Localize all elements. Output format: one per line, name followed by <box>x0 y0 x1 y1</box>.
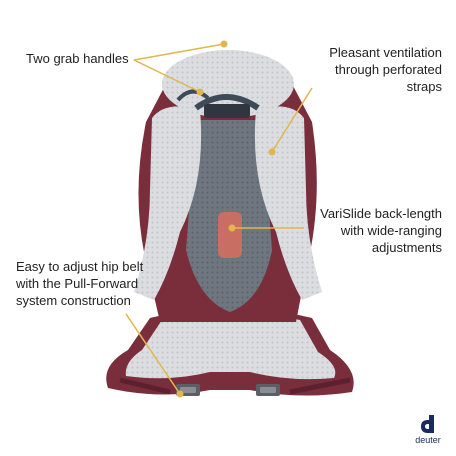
callout-line <box>271 87 313 153</box>
callout-grab-handles: Two grab handles <box>26 51 129 66</box>
callout-dot <box>196 88 204 96</box>
callout-ventilation: Pleasant ventilation through perforated … <box>329 45 442 94</box>
varislide-slider <box>218 212 242 258</box>
hip-belt <box>106 308 354 396</box>
deuter-logo-icon <box>421 415 434 433</box>
callout-dot <box>176 390 184 398</box>
top-cushion <box>162 50 294 118</box>
callout-line <box>133 43 225 93</box>
callout-back-length: VariSlide back-length with wide-ranging … <box>320 206 442 255</box>
callout-hip-belt: Easy to adjust hip belt with the Pull-Fo… <box>16 259 144 308</box>
callout-line <box>125 313 181 395</box>
deuter-logo: deuter <box>412 414 444 448</box>
shoulder-strap-left <box>134 106 202 300</box>
callout-dot <box>228 224 236 232</box>
grab-handle <box>194 94 260 111</box>
brand-name: deuter <box>415 435 441 445</box>
callout-dot <box>220 40 228 48</box>
callout-dot <box>268 148 276 156</box>
buckle-icon <box>256 384 280 396</box>
grab-handle <box>176 89 210 102</box>
